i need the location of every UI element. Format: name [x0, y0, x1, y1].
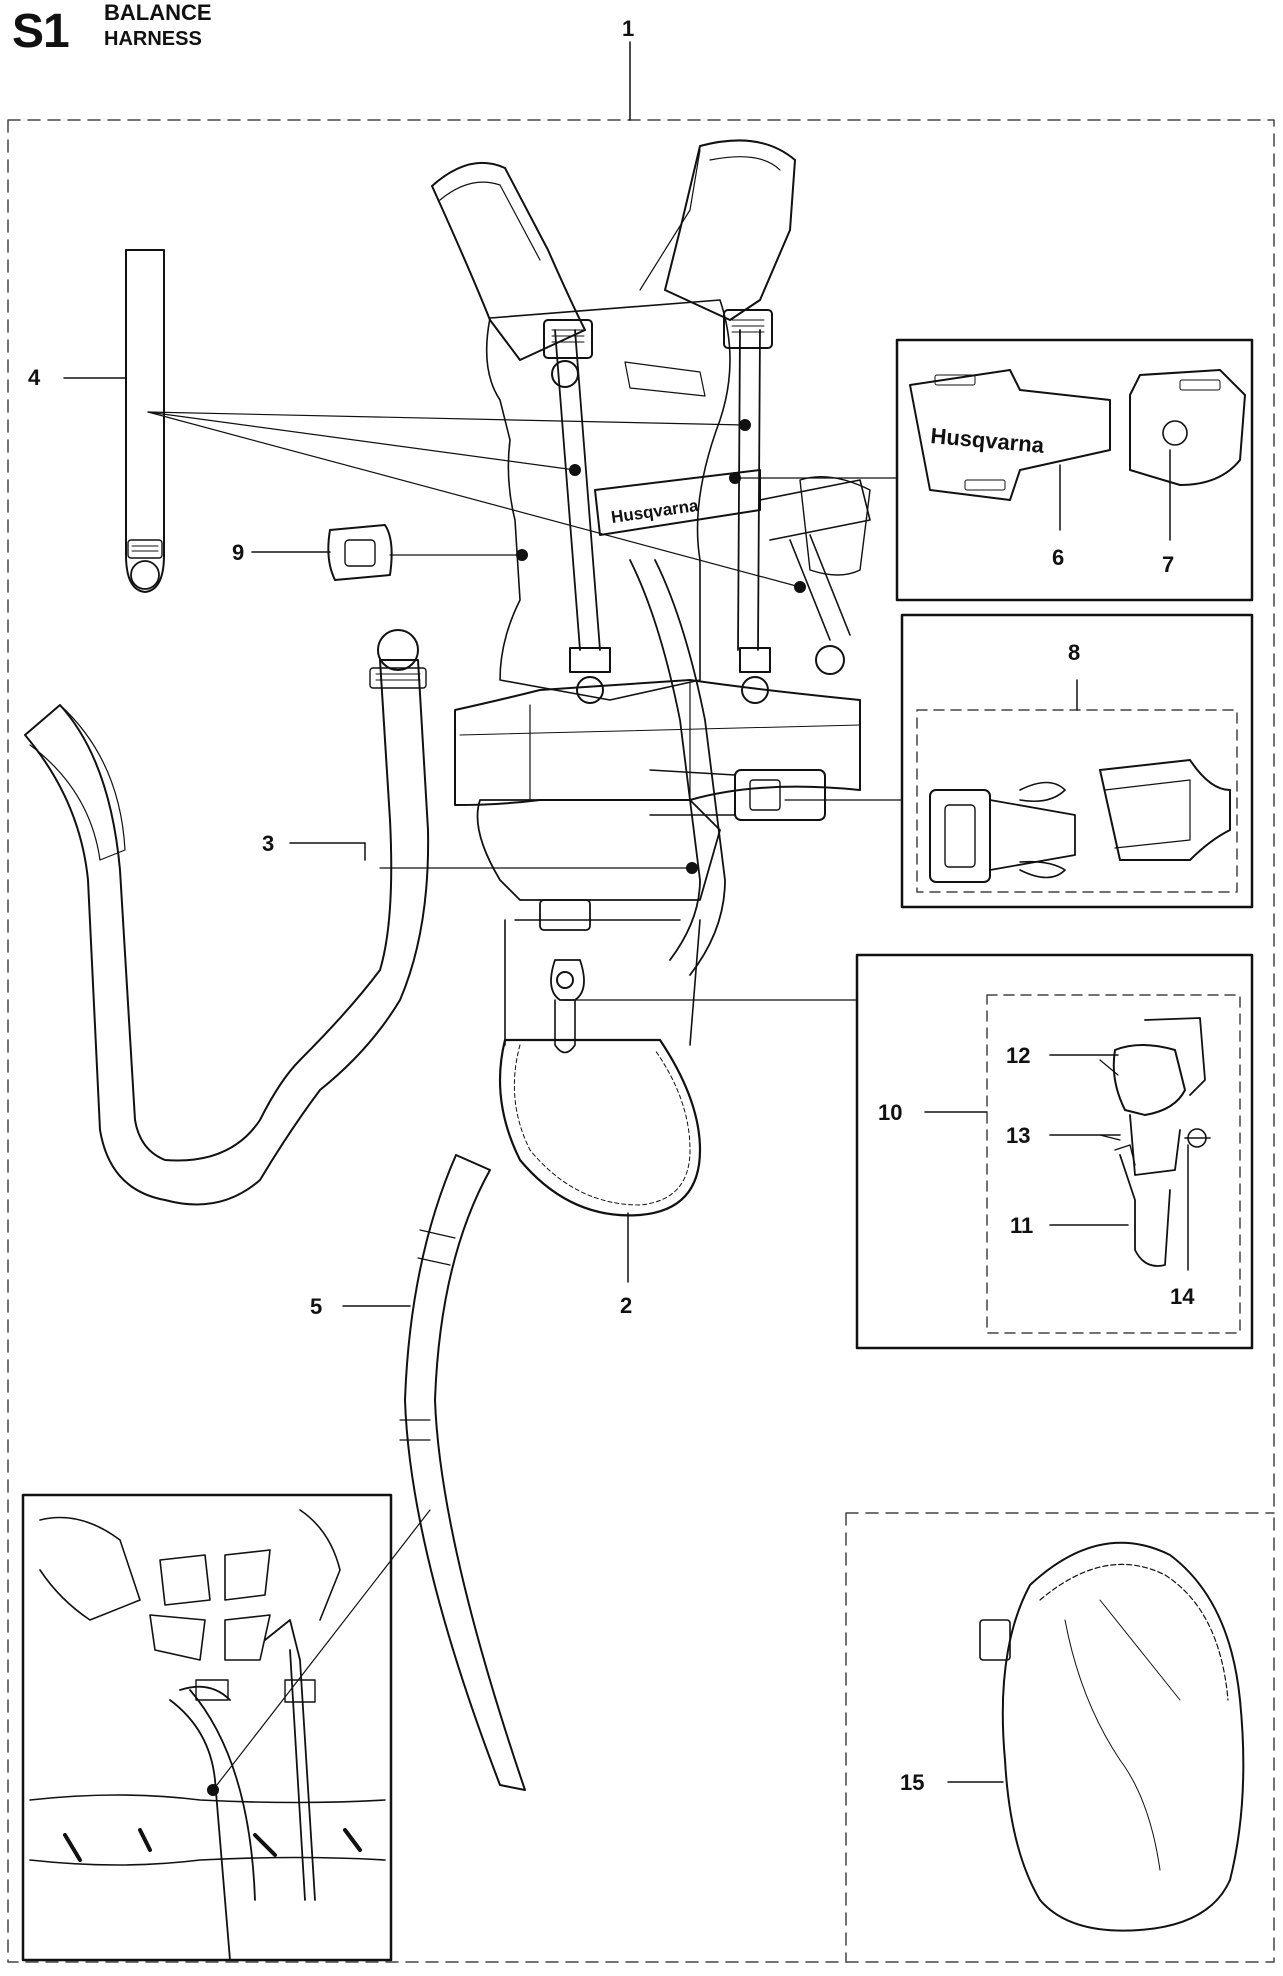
part-8-buckle-male	[929, 781, 1076, 883]
box-10-dashed	[986, 994, 1241, 1334]
callout-1: 1	[622, 16, 634, 41]
right-shoulder-pad	[664, 139, 796, 321]
part-8-buckle-female	[1099, 759, 1231, 861]
left-strap-buckle-top	[543, 319, 593, 359]
box-6-7	[895, 338, 1254, 602]
section-code: S1	[12, 5, 70, 58]
callout-11: 11	[1010, 1213, 1033, 1238]
part-5-strip	[399, 1154, 526, 1791]
callout-8: 8	[1068, 640, 1080, 665]
hip-protector	[498, 1038, 702, 1217]
left-strap	[554, 329, 601, 651]
callout-2: 2	[620, 1293, 632, 1318]
right-strap	[737, 329, 761, 651]
assembly-boundary	[7, 119, 1275, 1963]
inset-back-detail	[29, 1509, 386, 1961]
callout-6: 6	[1052, 545, 1064, 570]
chest-plate	[594, 469, 761, 536]
left-shoulder-pad	[431, 161, 586, 361]
part-3-curved-strap	[24, 629, 430, 1206]
callout-12: 12	[1006, 1043, 1030, 1068]
harness-hook	[539, 899, 591, 1054]
callout-9: 9	[232, 540, 244, 565]
callout-4: 4	[28, 365, 41, 390]
diagonal-strap	[629, 559, 726, 976]
inset-box	[21, 1493, 393, 1962]
bag-boundary	[845, 1512, 1275, 1963]
right-strap-buckle-top	[723, 309, 773, 349]
part-10-hook-assembly	[1099, 1017, 1211, 1267]
hip-pad	[476, 799, 721, 901]
part-15-bag	[979, 1541, 1245, 1932]
part-6-plate: Husqvarna	[909, 369, 1111, 501]
inset-leader	[212, 1509, 431, 1791]
part-6-brand: Husqvarna	[930, 423, 1046, 458]
box-8	[900, 613, 1254, 909]
part-9-buckle	[327, 524, 393, 581]
callout-5: 5	[310, 1294, 322, 1319]
callout-13: 13	[1006, 1123, 1030, 1148]
box-10	[855, 953, 1254, 1350]
callout-15: 15	[900, 1770, 924, 1795]
harness-main: Husqvarna	[431, 139, 871, 1217]
waist-belt	[454, 679, 861, 806]
callout-3: 3	[262, 831, 274, 856]
box-8-dashed	[916, 709, 1238, 893]
section-title-line2: HARNESS	[104, 28, 202, 50]
callout-7: 7	[1162, 552, 1174, 577]
belt-buckle	[734, 769, 826, 821]
section-title-line1: BALANCE	[104, 0, 212, 25]
callout-14: 14	[1170, 1284, 1195, 1309]
part-4-strap	[125, 249, 165, 593]
back-panel	[485, 299, 731, 701]
callout-10: 10	[878, 1100, 902, 1125]
part-7-clip	[1129, 369, 1246, 486]
